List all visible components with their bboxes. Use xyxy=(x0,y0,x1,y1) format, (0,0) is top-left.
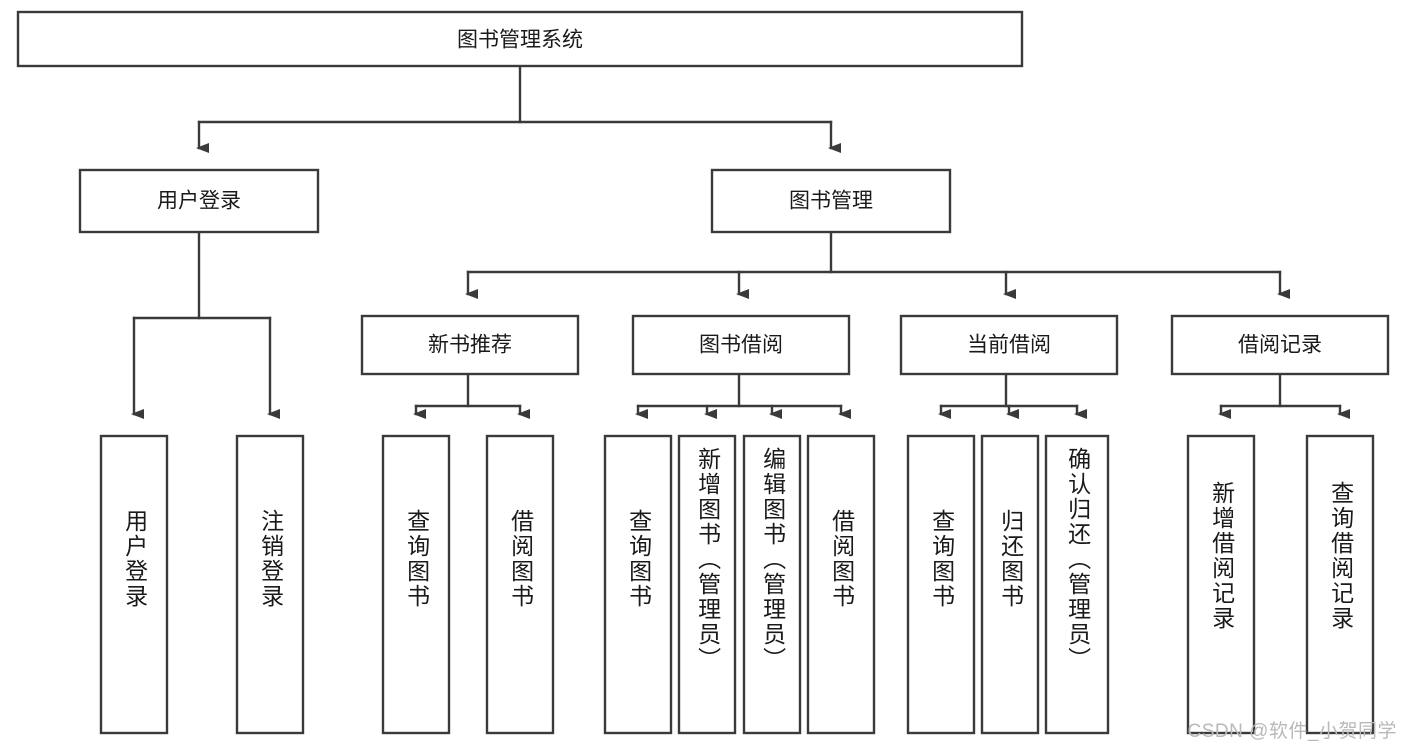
leaf-box-current-borrow-3[interactable] xyxy=(1044,434,1110,735)
leaf-box-new-book-2[interactable] xyxy=(485,434,555,735)
node-current-borrow-label: 当前借阅 xyxy=(967,334,1051,357)
connector-group-borrow-record xyxy=(1218,372,1350,419)
node-root[interactable]: 图书管理系统 xyxy=(16,10,1024,68)
leaf-box-book-borrow-4[interactable] xyxy=(806,434,876,735)
node-borrow-record-box[interactable] xyxy=(1170,314,1390,376)
node-current-borrow[interactable]: 当前借阅 xyxy=(899,314,1119,376)
node-new-book-recommend-box[interactable] xyxy=(360,314,580,376)
connector-group-user-login xyxy=(131,230,280,419)
leaf-box-book-borrow-1[interactable] xyxy=(603,434,673,735)
leaf-box-current-borrow-1[interactable] xyxy=(906,434,976,735)
leaf-box-borrow-record-1[interactable] xyxy=(1186,434,1256,735)
connector-group-current-borrow xyxy=(938,372,1087,419)
node-book-borrow[interactable]: 图书借阅 xyxy=(631,314,851,376)
node-root-label: 图书管理系统 xyxy=(457,29,583,52)
node-borrow-record-label: 借阅记录 xyxy=(1238,334,1322,357)
node-root-box[interactable] xyxy=(16,10,1024,68)
leaf-box-borrow-record-2[interactable] xyxy=(1305,434,1375,735)
leaf-box-current-borrow-2[interactable] xyxy=(980,434,1040,735)
connector-group-book-manage xyxy=(465,230,1290,299)
node-borrow-record[interactable]: 借阅记录 xyxy=(1170,314,1390,376)
node-user-login[interactable]: 用户登录 xyxy=(78,168,320,234)
node-book-borrow-box[interactable] xyxy=(631,314,851,376)
node-user-login-box[interactable] xyxy=(78,168,320,234)
node-new-book-recommend[interactable]: 新书推荐 xyxy=(360,314,580,376)
node-new-book-recommend-label: 新书推荐 xyxy=(428,334,512,357)
leaf-box-user-login-1[interactable] xyxy=(99,434,169,735)
leaf-box-user-login-2[interactable] xyxy=(235,434,305,735)
node-current-borrow-box[interactable] xyxy=(899,314,1119,376)
node-book-manage-label: 图书管理 xyxy=(789,190,873,213)
csdn-watermark: CSDN @软件_小贺同学 xyxy=(1187,721,1397,742)
leaf-box-book-borrow-2[interactable] xyxy=(677,434,737,735)
connector-group-book-borrow xyxy=(635,372,851,419)
node-book-borrow-label: 图书借阅 xyxy=(699,334,783,357)
leaf-box-book-borrow-3[interactable] xyxy=(742,434,802,735)
node-user-login-label: 用户登录 xyxy=(157,190,241,213)
connector-group-root xyxy=(196,64,841,153)
node-book-manage-box[interactable] xyxy=(710,168,952,234)
connector-group-new-book xyxy=(413,372,530,419)
node-book-manage[interactable]: 图书管理 xyxy=(710,168,952,234)
leaf-box-new-book-1[interactable] xyxy=(381,434,451,735)
